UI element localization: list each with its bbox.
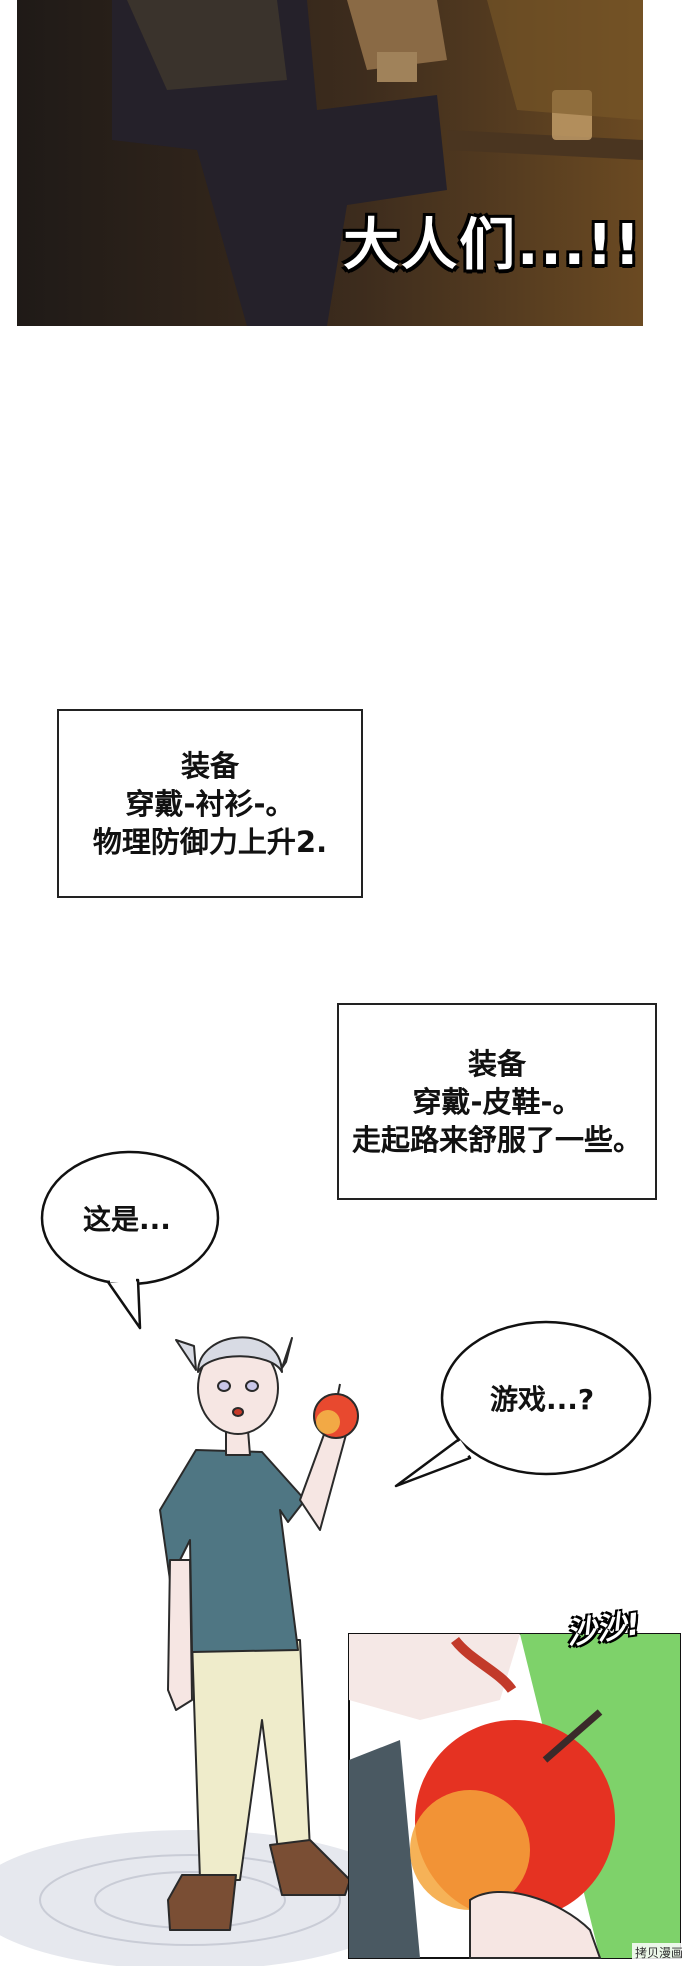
apple-closeup-panel <box>348 1633 681 1959</box>
system-box-line: 穿戴-衬衫-。 <box>125 786 295 821</box>
speech-bubble-1 <box>40 1150 220 1330</box>
system-box-title: 装备 <box>467 1046 526 1081</box>
watermark: 拷贝漫画 <box>631 1943 686 1962</box>
speech-text-1: 这是... <box>83 1203 171 1236</box>
boy-character <box>159 1336 351 1931</box>
system-box-line: 穿戴-皮鞋-。 <box>412 1084 582 1119</box>
shout-text: 大人们...!! <box>343 213 642 278</box>
apple-small <box>313 1383 359 1439</box>
top-panel-art <box>17 0 643 326</box>
speech-text-2: 游戏...? <box>490 1383 595 1416</box>
system-message-box-shirt: 装备 穿戴-衬衫-。 物理防御力上升2. <box>57 709 363 898</box>
system-box-line: 物理防御力上升2. <box>92 824 328 859</box>
system-box-line: 走起路来舒服了一些。 <box>351 1122 642 1157</box>
top-panel <box>17 0 643 326</box>
speech-bubble-2 <box>394 1320 652 1488</box>
system-message-box-shoes: 装备 穿戴-皮鞋-。 走起路来舒服了一些。 <box>337 1003 657 1200</box>
system-box-title: 装备 <box>180 748 239 783</box>
